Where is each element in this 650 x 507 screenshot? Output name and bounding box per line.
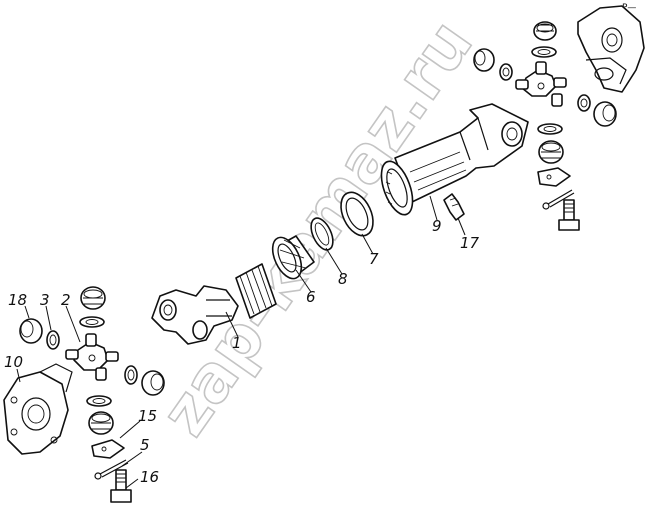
upper-bolt [558, 199, 580, 231]
callout-10: 10 [4, 353, 23, 371]
leader-lines [16, 195, 466, 489]
dust-seal-collar [271, 235, 315, 280]
sliding-yoke-sleeve [380, 103, 529, 216]
upper-seal-left [499, 63, 513, 81]
lower-bearing-cup-top [80, 286, 106, 310]
upper-bearing-cup-top [533, 21, 557, 41]
lower-bearing-cup-left [19, 318, 43, 344]
lower-bearing-cup-bottom [88, 411, 114, 435]
upper-bearing-cup-bottom [538, 140, 564, 164]
upper-cross-spider [515, 61, 567, 107]
callout-labels: 18 3 2 10 15 5 16 1 6 8 7 9 17 [4, 217, 480, 486]
callout-7: 7 [369, 250, 379, 268]
lower-seal-top [79, 316, 105, 328]
callout-2: 2 [61, 291, 71, 309]
upper-bearing-cup-left [473, 48, 495, 72]
lower-flange-yoke [3, 363, 73, 455]
callout-9: 9 [432, 217, 442, 235]
callout-17: 17 [460, 234, 480, 252]
grease-nipple [443, 193, 465, 221]
callout-18: 18 [8, 291, 27, 309]
upper-seal-right [577, 94, 591, 112]
seal-washer [310, 217, 334, 251]
lower-seal-left [46, 330, 60, 350]
lower-seal-right [124, 365, 138, 385]
upper-bearing-cup-right [593, 101, 617, 127]
lower-cross-spider [65, 333, 119, 381]
callout-3: 3 [40, 291, 50, 309]
callout-8: 8 [338, 270, 348, 288]
lower-bearing-cup-right [141, 370, 165, 396]
upper-flange-yoke [577, 5, 645, 93]
upper-seal-top [531, 46, 557, 58]
callout-6: 6 [306, 288, 316, 306]
upper-cotter-pin [542, 189, 575, 210]
callout-16: 16 [140, 468, 159, 486]
upper-lock-plate [537, 167, 571, 187]
lower-bolt [110, 469, 132, 503]
retaining-ring [340, 191, 374, 237]
lower-seal-bottom [86, 395, 112, 407]
lower-lock-plate [91, 439, 125, 459]
callout-15: 15 [138, 407, 157, 425]
corner-mark: P— [622, 3, 636, 13]
callout-1: 1 [232, 334, 242, 352]
callout-5: 5 [140, 436, 150, 454]
upper-seal-bottom [537, 123, 563, 135]
splined-shaft-yoke [151, 263, 277, 345]
